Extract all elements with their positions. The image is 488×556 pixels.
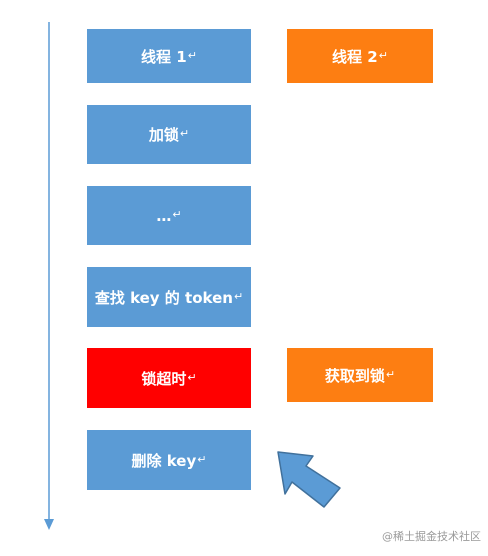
thread-2-box: 线程 2↵ xyxy=(287,29,433,83)
thread-1-box: 线程 1↵ xyxy=(87,29,251,83)
acquire-lock-step-label: 获取到锁 xyxy=(324,366,385,385)
thread-2-label: 线程 2 xyxy=(332,47,378,66)
watermark: @稀土掘金技术社区 xyxy=(382,530,481,543)
lock-timeout-step-label: 锁超时 xyxy=(141,369,187,388)
acquire-lock-step-box: 获取到锁↵ xyxy=(287,348,433,402)
lock-step-label: 加锁 xyxy=(148,126,179,144)
return-icon: ↵ xyxy=(187,370,197,384)
delete-key-step-label: 删除 key xyxy=(131,451,197,470)
return-icon: ↵ xyxy=(197,452,207,466)
return-icon: ↵ xyxy=(187,48,197,62)
lock-timeout-step-box: 锁超时↵ xyxy=(87,348,251,408)
thread-1-label: 线程 1 xyxy=(141,47,187,66)
find-token-step-label: 查找 key 的 token xyxy=(94,288,233,307)
return-icon: ↵ xyxy=(378,48,388,62)
return-icon: ↵ xyxy=(233,289,244,303)
ellipsis-step-box: …↵ xyxy=(87,186,251,245)
timeline-arrowhead xyxy=(44,519,54,530)
pointer-arrow xyxy=(277,451,341,508)
find-token-step-box: 查找 key 的 token↵ xyxy=(87,267,251,327)
ellipsis-step-label: … xyxy=(156,206,172,225)
lock-step-box: 加锁↵ xyxy=(87,105,251,164)
return-icon: ↵ xyxy=(179,127,190,140)
return-icon: ↵ xyxy=(172,208,182,221)
delete-key-step-box: 删除 key↵ xyxy=(87,430,251,490)
return-icon: ↵ xyxy=(385,367,396,381)
